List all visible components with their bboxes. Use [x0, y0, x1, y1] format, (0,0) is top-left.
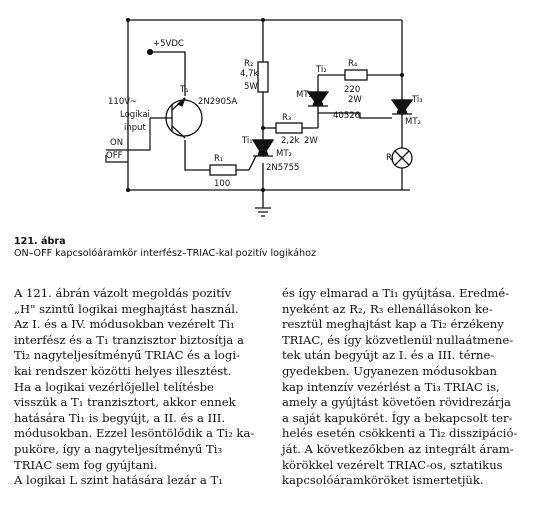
label-r3-power: 2W	[304, 136, 318, 146]
label-ti1: Ti₁	[241, 136, 253, 146]
label-supply: +5VDC	[153, 39, 184, 49]
label-ti1-type: 2N5755	[266, 163, 299, 173]
text-line: „H" szintű logikai meghajtást használ.	[14, 301, 239, 316]
text-line: a saját kapukörét. Így a bekapcsolt ter-	[282, 410, 513, 425]
label-input-1: Logikai	[120, 110, 150, 120]
lamp-rl	[391, 147, 413, 169]
label-mains: 110V~	[108, 97, 137, 107]
label-on: ON	[110, 138, 123, 148]
label-t1-type: 2N2905A	[198, 97, 237, 107]
resistor-r2	[257, 61, 269, 93]
circuit-wires	[127, 19, 410, 217]
text-line: A 121. ábrán vázolt megoldás pozitív	[14, 286, 232, 300]
figure-caption: 121. ábra ON–OFF kapcsolóáramkör interfé…	[14, 236, 534, 260]
text-line: tek után begyújt az I. és a III. térne-	[282, 348, 495, 363]
text-line: gyedekben. Ugyanezen módusokban	[282, 363, 497, 378]
body-left-column: A 121. ábrán vázolt megoldás pozitív „H"…	[14, 286, 266, 489]
text-line: amely a gyújtást követően rövidrezárja	[282, 395, 511, 410]
text-line: Ti₂ nagyteljesítményű TRIAC és a logi-	[14, 348, 240, 363]
label-ti3-mt2: MT₂	[405, 117, 421, 127]
text-line: és így elmarad a Ti₁ gyújtása. Eredmé-	[282, 286, 510, 300]
transistor-t1	[150, 97, 203, 139]
label-off: OFF	[106, 151, 123, 161]
label-input-2: input	[124, 123, 147, 133]
label-r4: R₄	[348, 59, 358, 69]
resistor-r1	[209, 164, 237, 176]
label-t1: T₁	[179, 85, 189, 95]
resistor-r4	[344, 69, 368, 81]
triac-ti1	[248, 128, 275, 171]
text-line: TRIAC sem fog gyújtani.	[14, 457, 158, 472]
text-line: visszük a T₁ tranzisztort, akkor ennek	[14, 395, 236, 410]
text-line: resztül meghajtást kap a Ti₂ érzékeny	[282, 317, 504, 332]
text-line: kapcsolóáramköröket ismertetjük.	[282, 473, 484, 488]
text-line: Az I. és a IV. módusokban vezérelt Ti₁	[14, 317, 235, 332]
text-line: nyeként az R₂, R₃ ellenállásokon ke-	[282, 301, 493, 316]
resistor-r3	[275, 122, 303, 134]
text-line: interfész és a T₁ tranzisztor biztosítja…	[14, 332, 244, 347]
caption-text: ON–OFF kapcsolóáramkör interfész–TRIAC-k…	[14, 248, 317, 259]
label-r2: R₂	[244, 59, 253, 69]
text-line: hatására Ti₁ is begyújt, a II. és a III.	[14, 410, 226, 425]
triac-ti3	[390, 88, 414, 128]
label-rl: Rₗ	[386, 153, 393, 163]
label-r4-value: 220	[344, 85, 360, 95]
label-r3-value: 2,2k	[281, 136, 300, 146]
caption-number: 121. ábra	[14, 236, 66, 247]
text-line: puköre, így a nagyteljesítményű Ti₃	[14, 441, 223, 456]
label-r2-value: 4,7k	[240, 69, 259, 79]
text-line: helés esetén csökkenti a Ti₂ disszipáció…	[282, 426, 518, 441]
text-line: körökkel vezérelt TRIAC-os, sztatikus	[282, 457, 503, 472]
text-line: A logikai L szint hatására lezár a T₁	[14, 473, 223, 488]
label-r1: R₁	[214, 154, 223, 164]
input-switch	[105, 48, 154, 163]
label-ti2-type: 40526	[333, 111, 360, 121]
junction-dots	[126, 18, 404, 192]
text-line: TRIAC, és így közvetlenül nullaátmene-	[282, 332, 514, 347]
label-ti2-mt2: MT₂	[296, 90, 312, 100]
label-r3: R₃	[282, 113, 291, 123]
label-ti2: Ti₂	[315, 65, 327, 75]
text-line: módusokban. Ezzel lesöntölődik a Ti₂ ka-	[14, 426, 255, 441]
triac-ti2	[306, 90, 330, 108]
text-line: Ha a logikai vezérlőjellel telítésbe	[14, 379, 214, 394]
text-line: kai rendszer közötti helyes illesztést.	[14, 363, 232, 378]
label-ti3: Ti₃	[411, 95, 423, 105]
label-r1-value: 100	[214, 179, 230, 189]
label-ti1-mt2: MT₂	[276, 149, 292, 159]
body-right-column: és így elmarad a Ti₁ gyújtása. Eredmé- n…	[282, 286, 532, 489]
text-line: kap intenzív vezérlést a Ti₃ TRIAC is,	[282, 379, 500, 394]
schematic-labels: +5VDC 110V~ Logikai input ON OFF T₁ 2N29…	[106, 39, 423, 189]
circuit-schematic: +5VDC 110V~ Logikai input ON OFF T₁ 2N29…	[105, 18, 423, 217]
label-r2-power: 5W	[244, 82, 258, 92]
text-line: ját. A következőkben az integrált áram-	[282, 441, 514, 456]
label-r4-power: 2W	[348, 95, 362, 105]
